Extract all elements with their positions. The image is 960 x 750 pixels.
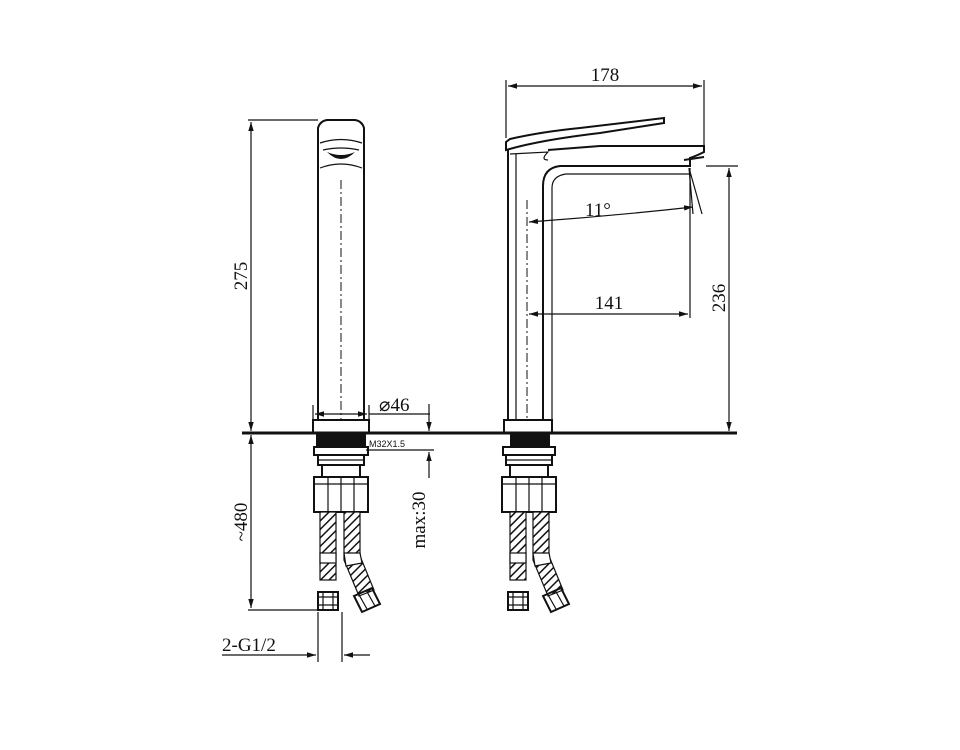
dim-max-thickness: max:30 bbox=[409, 492, 430, 549]
side-hose-nut-left bbox=[507, 591, 529, 611]
dim-spout-angle: 11° bbox=[585, 200, 611, 221]
dim-height-front: 275 bbox=[231, 262, 252, 291]
dim-thread: M32X1.5 bbox=[369, 439, 405, 449]
side-body-spout bbox=[507, 145, 705, 420]
side-shank bbox=[510, 433, 550, 447]
side-handle bbox=[505, 116, 665, 152]
side-view bbox=[501, 116, 705, 614]
front-hose-nut-left bbox=[317, 591, 339, 611]
dim-width-total: 178 bbox=[591, 65, 620, 86]
aerator-outlet bbox=[327, 152, 355, 159]
side-hose-left bbox=[509, 511, 527, 581]
side-dimensions: 178 11° 141 236 bbox=[505, 65, 738, 431]
dim-spout-height: 236 bbox=[709, 284, 730, 313]
front-spout-cap bbox=[317, 119, 365, 166]
dim-hose-connection: 2-G1/2 bbox=[222, 635, 276, 656]
front-fixing-nut bbox=[321, 464, 361, 478]
front-view bbox=[312, 119, 382, 614]
front-base bbox=[312, 419, 370, 434]
front-body bbox=[317, 166, 365, 420]
side-base bbox=[503, 419, 553, 434]
front-hose-left bbox=[319, 511, 337, 581]
dim-height-total: ~480 bbox=[231, 503, 252, 542]
dim-base-diameter: ⌀46 bbox=[379, 395, 409, 416]
side-fixing-nut bbox=[509, 464, 549, 478]
dim-spout-reach: 141 bbox=[595, 293, 624, 314]
front-shank bbox=[316, 433, 366, 447]
front-dimensions: 275 ~480 ⌀46 M32X1.5 max:30 2-G1/2 bbox=[222, 119, 434, 662]
